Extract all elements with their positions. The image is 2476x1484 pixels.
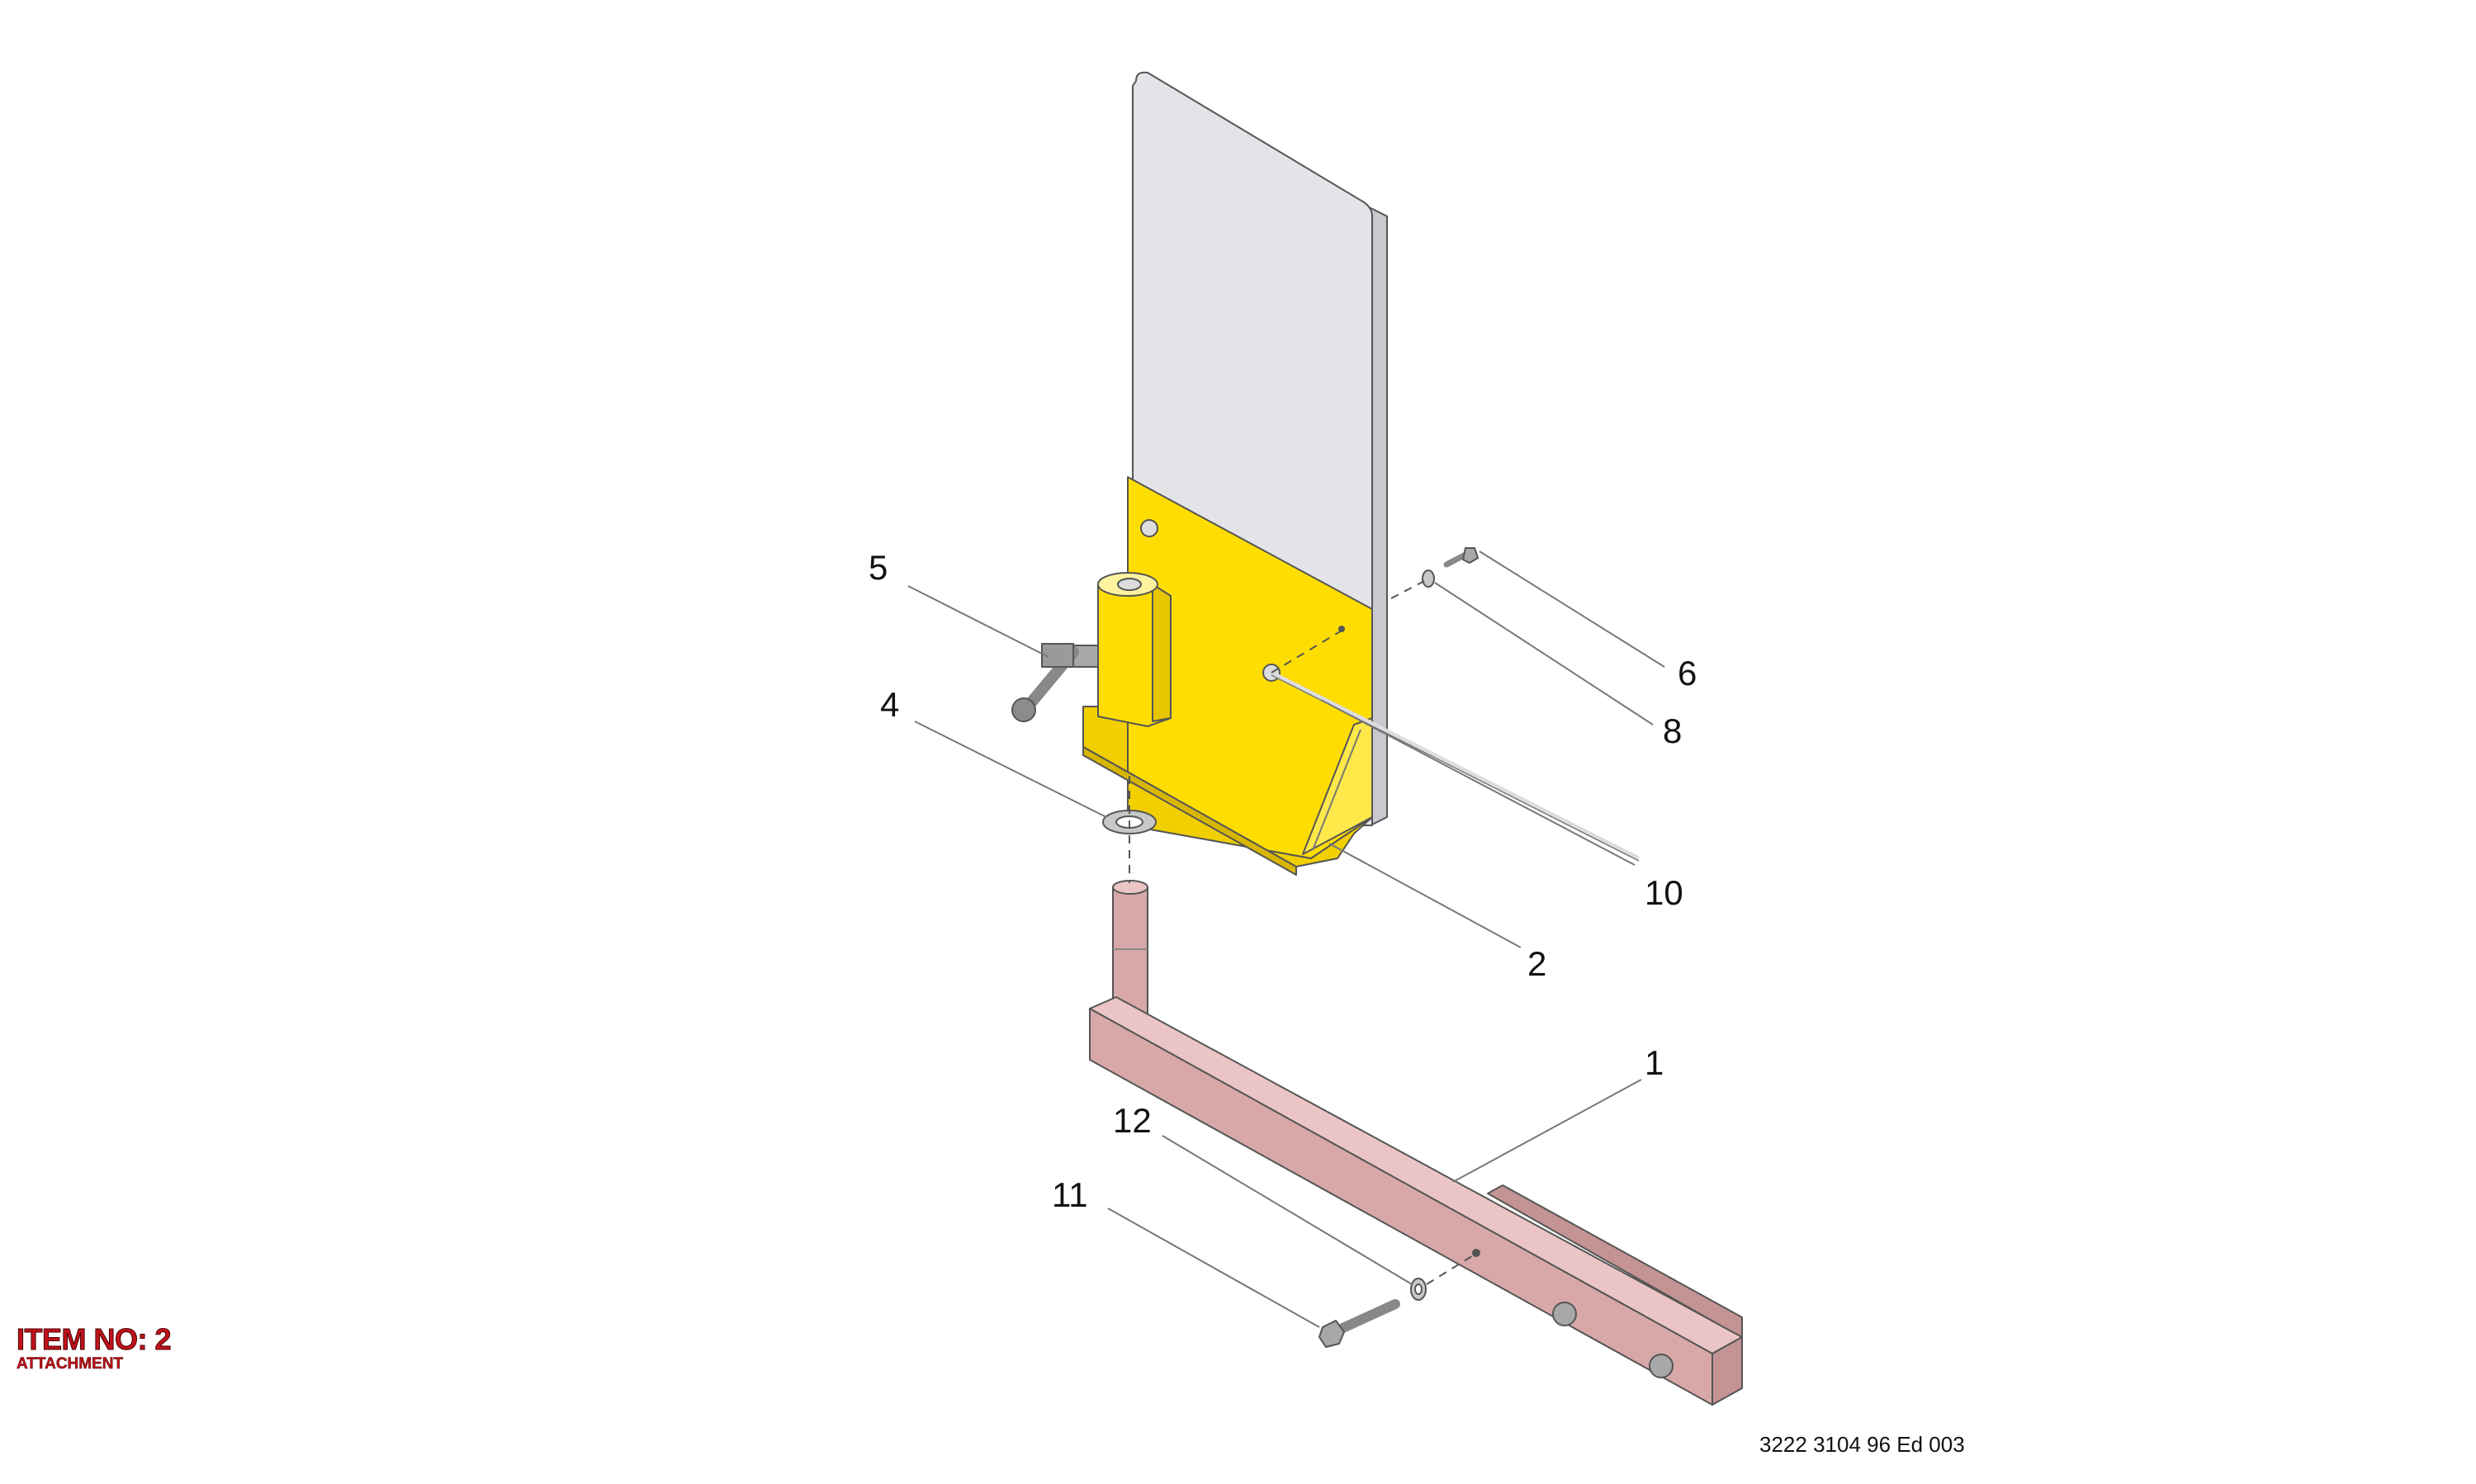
pivot-bore: [1117, 578, 1142, 591]
arm-end-face: [1711, 1336, 1743, 1406]
bracket-small-hole: [1338, 626, 1345, 632]
callout-12: 12: [1113, 1101, 1152, 1140]
callout-4: 4: [880, 685, 899, 724]
hex-bolt-head: [1318, 1320, 1345, 1348]
screw-part: [1422, 547, 1479, 588]
screw-shank: [1443, 551, 1469, 568]
leader-5: [907, 585, 1049, 658]
bracket-bottom: [1082, 746, 1297, 876]
screw-washer: [1422, 569, 1435, 588]
document-number: 3222 3104 96 Ed 003: [1759, 1432, 1965, 1457]
arm-hole: [1472, 1249, 1480, 1257]
leader-8: [1434, 582, 1654, 725]
small-washer-hole: [1414, 1283, 1423, 1295]
callout-10: 10: [1645, 873, 1683, 912]
pivot-pin: [1112, 886, 1148, 1020]
leader-10: [1320, 699, 1636, 866]
leader-lines: [907, 551, 1665, 1328]
screw-head: [1462, 547, 1479, 564]
leader-11: [1107, 1208, 1320, 1328]
assembly-line-bolt: [1426, 1254, 1475, 1285]
leader-1: [1452, 1079, 1642, 1183]
pivot-tube-side: [1152, 584, 1172, 722]
assembly-line-screw: [1390, 580, 1425, 599]
hex-bolt-shank: [1333, 1299, 1400, 1335]
clamp-lever-knob: [1011, 697, 1036, 722]
callout-2: 2: [1527, 944, 1546, 983]
callout-numbers: 1 2 4 5 6 8 10 11 12: [869, 548, 1697, 1214]
arm-front-face: [1089, 1008, 1713, 1406]
clamp-lever-head: [1041, 643, 1074, 668]
small-washer-part: [1410, 1278, 1427, 1301]
item-description: ATTACHMENT: [17, 1355, 124, 1373]
support-arm: [1089, 880, 1743, 1406]
item-label: ITEM NO: 2 ATTACHMENT: [16, 1322, 172, 1373]
callout-11: 11: [1052, 1175, 1088, 1214]
callout-5: 5: [869, 548, 888, 587]
gusset-edge: [1312, 729, 1361, 851]
arm-bolt-2: [1649, 1354, 1674, 1378]
assembly-lines: [1129, 580, 1475, 1285]
leader-4: [914, 721, 1107, 818]
bracket-top-bolt: [1140, 519, 1158, 537]
leader-12: [1162, 1135, 1413, 1285]
item-number: ITEM NO: 2: [16, 1322, 172, 1356]
leader-2: [1328, 843, 1522, 948]
long-rod: [1270, 670, 1640, 861]
callout-8: 8: [1663, 711, 1682, 750]
arm-slide-rail: [1487, 1184, 1743, 1338]
bracket: [1082, 476, 1373, 876]
callout-6: 6: [1678, 654, 1697, 692]
clamp-lever: [1011, 643, 1099, 722]
arm-bolt-1: [1552, 1302, 1577, 1326]
leader-6: [1479, 551, 1665, 668]
hex-bolt-part: [1318, 1299, 1400, 1348]
callout-1: 1: [1645, 1043, 1664, 1082]
